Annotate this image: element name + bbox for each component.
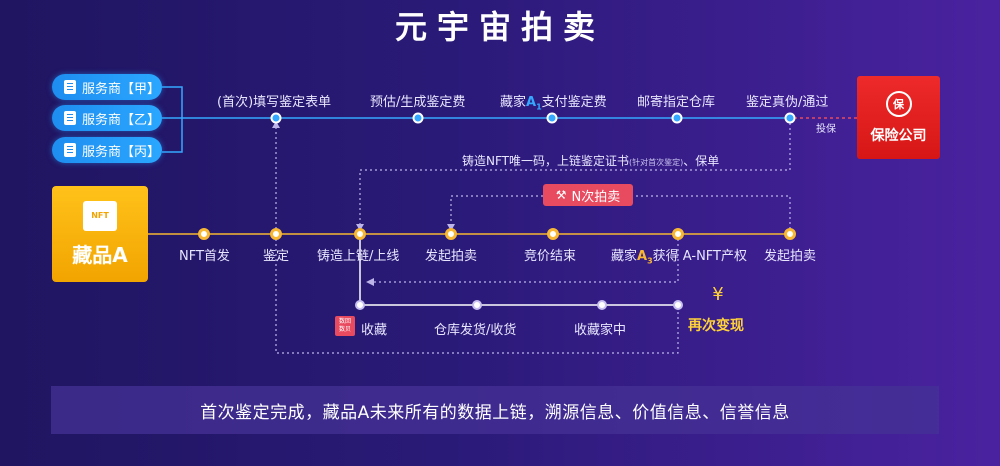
step-warehouse-ship: 仓库发货/收货 [434, 323, 517, 338]
step-mint: 铸造上链/上线 [317, 249, 400, 264]
footer-banner: 首次鉴定完成，藏品A未来所有的数据上链，溯源信息、价值信息、信誉信息 [51, 386, 939, 434]
node-authenticate [784, 112, 796, 124]
node-pay-fee [546, 112, 558, 124]
node-start-auction [445, 228, 457, 240]
step-appraise: 鉴定 [263, 249, 290, 264]
step-bid-end: 竞价结束 [524, 249, 577, 264]
step-obtain: 藏家A3获得 A-NFT产权 [611, 249, 748, 266]
collect-icon: 数回 数贝 [335, 316, 355, 336]
step-start-auction: 发起拍卖 [425, 249, 478, 264]
node-mail-warehouse [671, 112, 683, 124]
page-title: 元宇宙拍卖 [394, 8, 605, 46]
footer-text: 首次鉴定完成，藏品A未来所有的数据上链，溯源信息、价值信息、信誉信息 [200, 402, 790, 423]
cash-again-label: 再次变现 [688, 318, 744, 334]
insurance-company-box[interactable]: 保 保险公司 [857, 76, 940, 159]
step-collector-home: 收藏家中 [574, 323, 627, 338]
step-fill-form: (首次)填写鉴定表单 [217, 95, 332, 110]
document-icon [64, 111, 76, 125]
document-icon [64, 80, 76, 94]
n-auction-tag: ⚒ N次拍卖 [543, 184, 633, 206]
gavel-icon: ⚒ [555, 188, 567, 202]
node-nft-first [198, 228, 210, 240]
insurance-badge-icon: 保 [885, 90, 912, 117]
step-authenticate: 鉴定真伪/通过 [746, 95, 829, 110]
mint-label: 铸造NFT唯一码，上链鉴定证书(针对首次鉴定)、保单 [462, 154, 720, 168]
step-mail-warehouse: 邮寄指定仓库 [637, 95, 716, 110]
step-estimate-fee: 预估/生成鉴定费 [370, 95, 466, 110]
node-mint [354, 228, 366, 240]
money-hand-icon: ¥ [712, 284, 724, 305]
node-bid-end [547, 228, 559, 240]
node-start-auction-2 [784, 228, 796, 240]
nft-box-icon: NFT [83, 200, 117, 231]
service-provider-yi[interactable]: 服务商【乙】 [52, 105, 162, 131]
node-obtain [672, 228, 684, 240]
step-collect: 收藏 [361, 323, 388, 338]
document-icon [64, 143, 76, 157]
node-fill-form [270, 112, 282, 124]
node-again [673, 300, 683, 310]
node-appraise [270, 228, 282, 240]
insurance-company-label: 保险公司 [870, 127, 927, 144]
service-provider-jia[interactable]: 服务商【甲】 [52, 74, 162, 100]
item-a-box[interactable]: NFT 藏品A [52, 186, 148, 282]
item-a-label: 藏品A [72, 242, 128, 267]
step-pay-fee: 藏家A1支付鉴定费 [500, 95, 607, 112]
node-estimate-fee [412, 112, 424, 124]
node-warehouse-ship [472, 300, 482, 310]
node-collect [355, 300, 365, 310]
step-nft-first: NFT首发 [179, 249, 230, 264]
node-collector-home [597, 300, 607, 310]
insure-label: 投保 [816, 124, 836, 135]
service-provider-bing[interactable]: 服务商【丙】 [52, 137, 162, 163]
step-start-auction-2: 发起拍卖 [764, 249, 817, 264]
